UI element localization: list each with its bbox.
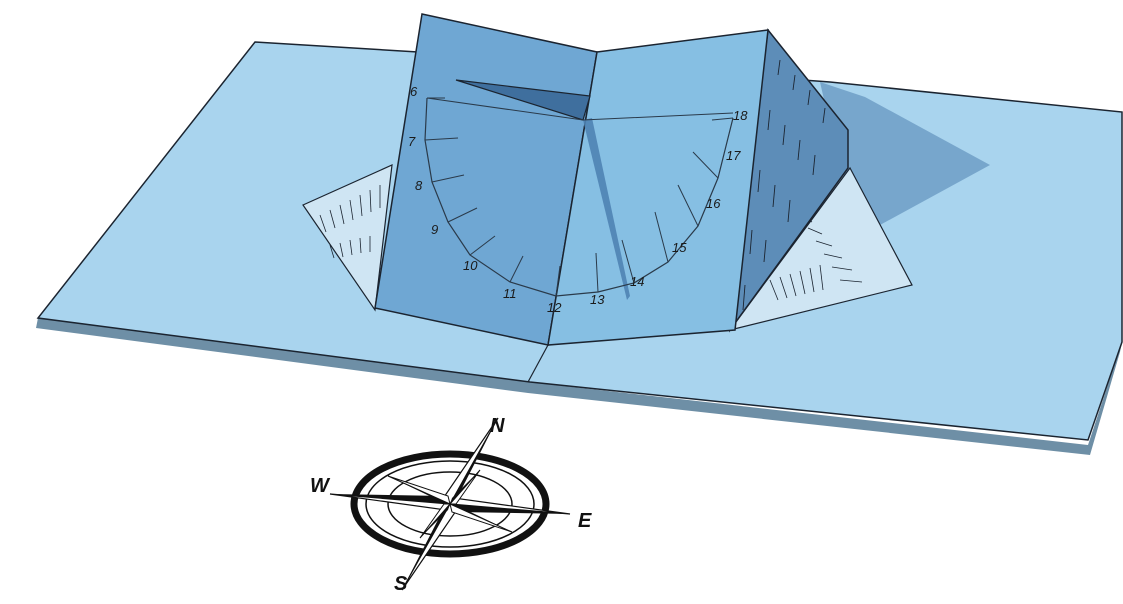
gnomon [455, 79, 591, 121]
compass-n-label: N [490, 415, 505, 437]
hour-label-13: 13 [590, 292, 605, 307]
hour-tick [469, 235, 496, 256]
panel-cast-shadow [820, 82, 990, 225]
hour-tick [555, 265, 561, 297]
hour-label-17: 17 [726, 148, 741, 163]
hour-ticks [424, 97, 734, 297]
hour-label-15: 15 [672, 240, 687, 255]
hour-label-16: 16 [706, 196, 721, 211]
compass-rose [329, 417, 571, 591]
left-side-scale [319, 185, 381, 259]
hour-label-8: 8 [415, 178, 423, 193]
hour-label-11: 11 [503, 286, 517, 301]
hour-tick [509, 255, 524, 283]
hour-tick [595, 252, 599, 293]
compass-w-label: W [310, 475, 331, 497]
block-side-hatching [742, 59, 826, 311]
hour-label-10: 10 [463, 258, 478, 273]
hour-tick [447, 207, 478, 223]
board-shadow [36, 318, 1122, 455]
compass-e-label: E [578, 510, 592, 532]
card-fold-line [527, 344, 549, 383]
gnomon-shadow [583, 118, 630, 300]
hour-label-14: 14 [630, 274, 644, 289]
compass-s-label: S [394, 573, 408, 595]
hour-label-12: 12 [547, 300, 562, 315]
left-side-panel [302, 164, 393, 312]
hour-tick [621, 239, 635, 284]
hour-labels: 6 7 8 9 10 11 12 13 14 15 16 17 18 [408, 84, 748, 315]
dial-baseline [426, 97, 734, 121]
hour-tick [654, 211, 669, 263]
dial-right-face [547, 29, 769, 346]
hour-tick [424, 137, 459, 141]
hour-label-7: 7 [408, 134, 416, 149]
right-side-panel [728, 166, 913, 331]
hour-label-18: 18 [733, 108, 748, 123]
hour-tick [692, 151, 719, 179]
hour-label-9: 9 [431, 222, 438, 237]
hour-label-6: 6 [410, 84, 418, 99]
hour-tick [431, 174, 465, 183]
hour-tick [711, 117, 734, 121]
hour-tick [677, 184, 699, 227]
